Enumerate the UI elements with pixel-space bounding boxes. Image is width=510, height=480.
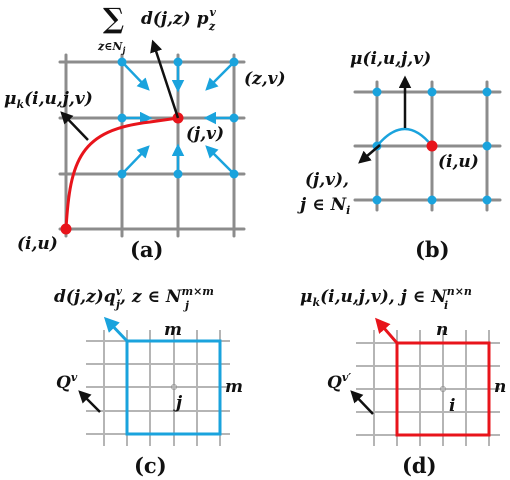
start-node xyxy=(60,223,72,235)
blue-arc xyxy=(376,127,433,147)
panel-c-grid xyxy=(86,330,230,446)
panel-b: μ(i,u,j,v) (j,v), j ∈ Ni (i,u) (b) xyxy=(297,49,502,262)
panel-a-message-arrows xyxy=(123,63,233,173)
neighbor-node xyxy=(173,57,183,67)
neighbor-node xyxy=(427,195,437,205)
m-right-label: m xyxy=(225,377,243,397)
neighbor-node xyxy=(482,195,492,205)
center-point xyxy=(440,386,446,392)
arrow-to-center xyxy=(123,145,150,173)
set-label: j ∈ Ni xyxy=(297,195,350,217)
m-top-label: m xyxy=(164,320,182,340)
iu-label: (i,u) xyxy=(17,234,58,254)
arrow-to-center xyxy=(205,63,233,91)
caption-a: (a) xyxy=(130,237,163,262)
sum-subscript: z∈Nj xyxy=(97,40,125,55)
neighbor-node xyxy=(482,141,492,151)
jv-label: (j,v), xyxy=(305,170,349,190)
jv-arrow xyxy=(358,144,381,164)
mu-label: μ(i,u,j,v) xyxy=(350,49,431,69)
center-point xyxy=(171,384,177,390)
zv-label: (z,v) xyxy=(244,69,286,89)
mu-label: μk(i,u,j,v) xyxy=(4,89,93,111)
neighbor-node xyxy=(427,87,437,97)
n-top-label: n xyxy=(436,320,448,340)
top-arrow xyxy=(103,316,129,343)
arrow-to-center xyxy=(205,145,233,173)
caption-d: (d) xyxy=(402,453,437,478)
q-label: Qv xyxy=(56,371,78,393)
j-label: j xyxy=(173,393,183,413)
q-arrow xyxy=(78,390,101,413)
neighbor-node xyxy=(173,169,183,179)
arrow-to-center xyxy=(123,63,150,91)
caption-c: (c) xyxy=(134,453,167,478)
iu-label: (i,u) xyxy=(438,152,479,172)
neighbor-node xyxy=(229,113,239,123)
n-right-label: n xyxy=(494,377,506,397)
q-label: Qv′ xyxy=(327,371,351,393)
i-label: i xyxy=(449,396,455,416)
sum-arrow xyxy=(150,39,180,119)
caption-b: (b) xyxy=(415,237,450,262)
neighbor-node xyxy=(372,195,382,205)
window-box xyxy=(125,339,222,436)
neighbor-node xyxy=(117,113,127,123)
window-box xyxy=(395,341,491,437)
neighbor-node xyxy=(372,87,382,97)
panel-d-grid xyxy=(356,330,500,446)
red-path xyxy=(64,116,179,230)
neighbor-node xyxy=(482,87,492,97)
mu-arrow xyxy=(60,111,89,141)
top-arrow xyxy=(375,317,399,344)
jv-label: (j,v) xyxy=(186,124,224,144)
center-node xyxy=(426,140,438,152)
q-arrow xyxy=(350,390,374,415)
sum-symbol: ∑ xyxy=(103,2,124,35)
